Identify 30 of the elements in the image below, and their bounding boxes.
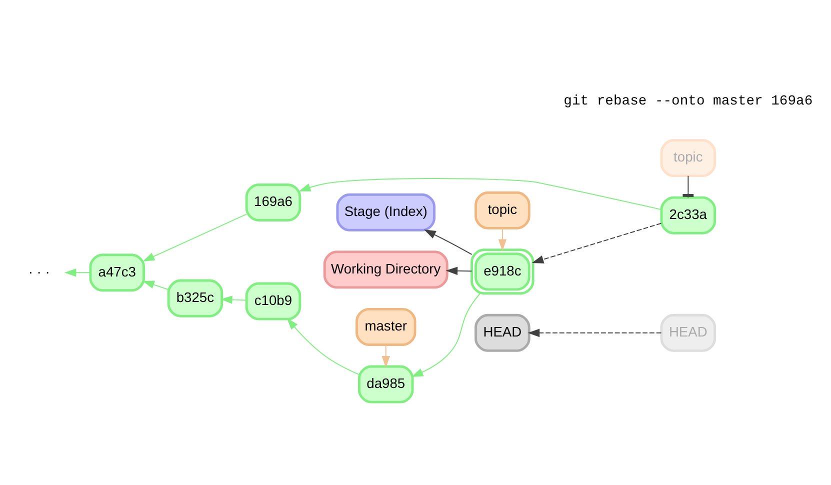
arrow: [382, 344, 390, 368]
node-box: da985: [358, 365, 414, 404]
arrow: [411, 292, 481, 378]
arrow: [286, 318, 360, 376]
node-box: topic: [660, 139, 716, 178]
node-box: HEAD: [474, 314, 530, 352]
node-box: master: [355, 308, 416, 346]
node-box: c10b9: [245, 282, 302, 320]
node-box: topic: [474, 191, 530, 230]
node-box: Stage (Index): [336, 193, 436, 232]
arrow: [446, 266, 472, 276]
arrow: [532, 222, 662, 264]
arrow: [498, 228, 507, 252]
node-text: · · ·: [28, 263, 50, 280]
node-box: Working Directory: [323, 250, 448, 289]
node-box: 2c33a: [660, 196, 716, 234]
label: git rebase --onto master 169a6: [564, 93, 813, 110]
arrow: [424, 230, 472, 255]
connector: [682, 175, 694, 198]
arrow: [528, 328, 662, 338]
node-box: 169a6: [245, 183, 302, 222]
node-box: a47c3: [89, 254, 146, 292]
node-box: e918c: [470, 248, 534, 295]
arrow: [142, 280, 169, 290]
node-box: b325c: [167, 279, 224, 318]
arrow: [220, 296, 247, 304]
arrow: [298, 178, 662, 210]
node-box: HEAD: [660, 314, 716, 352]
arrow: [142, 214, 247, 262]
arrow: [64, 268, 91, 277]
